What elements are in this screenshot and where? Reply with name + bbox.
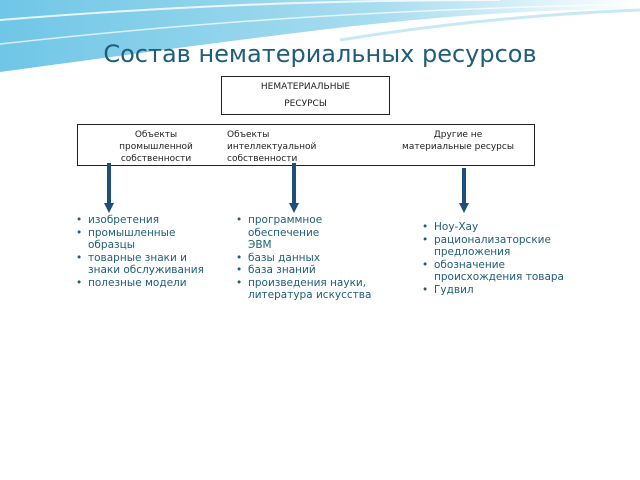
category-label-line: интеллектуальной [227,142,317,152]
category-industrial-property: Объекты промышленной собственности [96,129,216,165]
list-item: полезные модели [76,277,216,290]
down-arrow-icon [104,163,114,213]
list-item: базы данных [236,252,386,265]
category-label-line: промышленной [119,142,193,152]
root-node-label-line1: НЕМАТЕРИАЛЬНЫЕ [260,82,351,92]
category-intellectual-property: Объекты интеллектуальной собственности [227,129,347,165]
intellectual-property-list: программное обеспечение ЭВМ базы данных … [236,214,386,302]
list-item: база знаний [236,264,386,277]
down-arrow-icon [459,168,469,213]
root-node-label-line2: РЕСУРСЫ [284,99,327,109]
list-item: произведения науки, литература искусства [236,277,386,302]
list-item: рационализаторские предложения [422,234,582,259]
industrial-property-list: изобретения промышленные образцы товарны… [76,214,216,289]
list-item: обозначение происхождения товара [422,259,582,284]
categories-box: Объекты промышленной собственности Объек… [77,124,535,166]
category-label-line: Объекты [227,130,270,140]
category-label-line: материальные ресурсы [402,142,514,152]
category-label-line: Другие не [433,130,483,140]
list-item: промышленные образцы [76,227,216,252]
list-item: Гудвил [422,284,582,297]
category-other-intangible: Другие не материальные ресурсы [388,129,528,153]
root-node-box: НЕМАТЕРИАЛЬНЫЕ РЕСУРСЫ [221,76,390,115]
down-arrow-icon [289,163,299,213]
list-item: товарные знаки и знаки обслуживания [76,252,216,277]
header-wave-decoration [0,0,640,72]
category-label-line: Объекты [134,130,178,140]
category-label-line: собственности [227,154,298,164]
list-item: изобретения [76,214,216,227]
list-item: программное обеспечение ЭВМ [236,214,386,252]
list-item: Ноу-Хау [422,221,582,234]
other-intangible-list: Ноу-Хау рационализаторские предложения о… [422,221,582,296]
category-label-line: собственности [120,154,192,164]
page-title: Состав нематериальных ресурсов [103,40,537,68]
